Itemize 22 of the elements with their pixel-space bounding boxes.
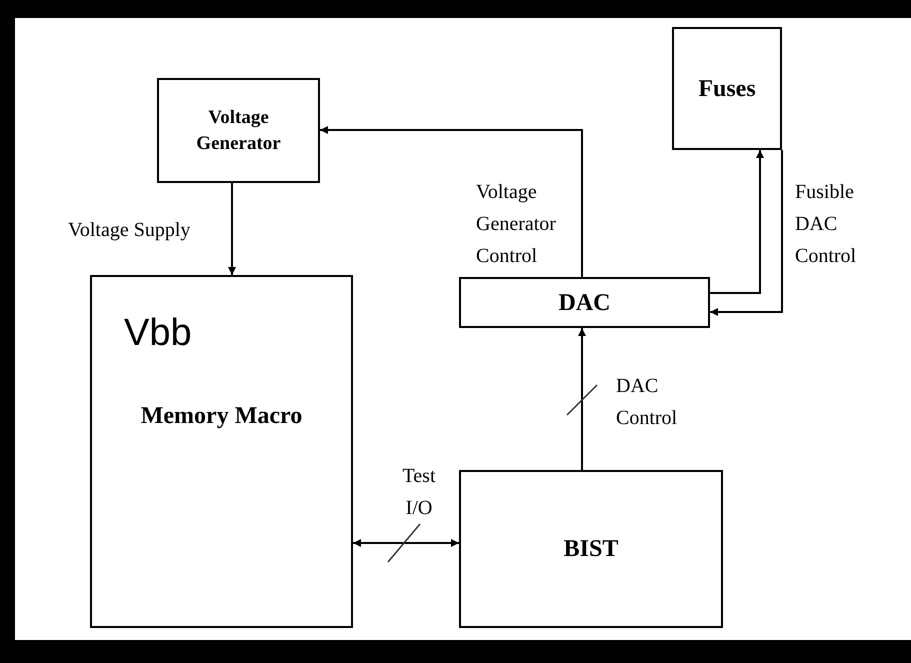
block-box [90,275,353,628]
arrow [710,150,783,316]
block-box [672,27,782,150]
arrow [353,539,459,547]
arrow [228,183,236,275]
block-label: Memory Macro [140,402,302,431]
edge-label: Fusible DAC Control [795,180,858,269]
block-box [459,277,710,328]
block-label: BIST [564,535,618,564]
block-title: Vbb [124,311,192,356]
edge-label: Voltage Generator Control [476,180,557,269]
edge-label: DAC Control [616,374,678,431]
arrow [578,328,586,470]
block-label: Voltage Generator [195,106,282,156]
arrow [320,126,583,277]
block-box [459,470,723,628]
block-box [157,78,320,183]
block-label: DAC [558,288,610,318]
arrow [710,150,764,294]
edge-label: Voltage Supply [68,218,190,243]
edge-label: Test I/O [402,464,436,521]
block-label: Fuses [698,75,756,104]
